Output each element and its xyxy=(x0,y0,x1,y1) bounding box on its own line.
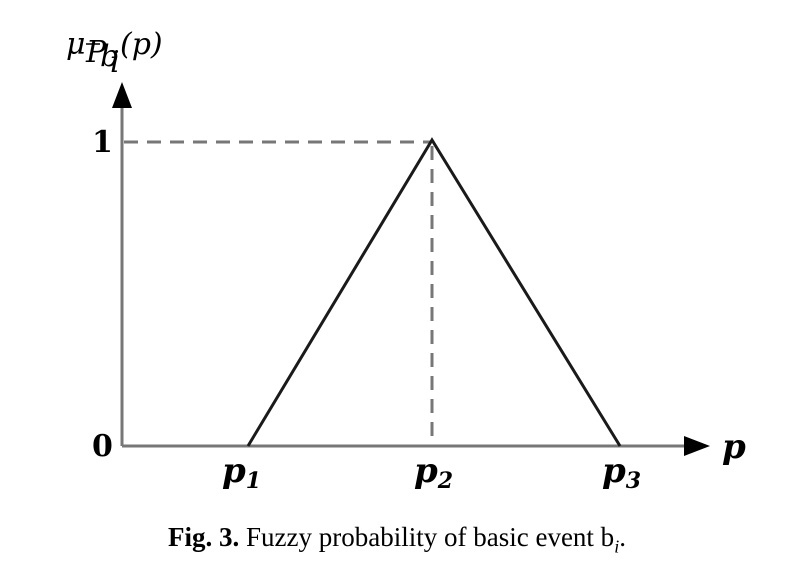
svg-text:P: P xyxy=(85,35,107,70)
point-label-p1: p1 xyxy=(222,451,261,494)
x-axis-label: p xyxy=(722,427,746,467)
svg-text:i: i xyxy=(110,45,120,80)
caption-text: Fuzzy probability of basic event b xyxy=(239,522,615,552)
svg-text:μ: μ xyxy=(66,27,86,62)
origin-label: 0 xyxy=(92,429,113,464)
y-axis-arrow xyxy=(112,82,132,108)
point-label-p2: p2 xyxy=(414,451,453,494)
figure-caption: Fig. 3. Fuzzy probability of basic event… xyxy=(0,522,794,557)
caption-prefix: Fig. 3. xyxy=(168,522,240,552)
x-axis-arrow xyxy=(684,436,710,456)
svg-text:b: b xyxy=(100,39,119,74)
y-axis-label: μ P b i (p) xyxy=(66,27,163,80)
caption-subscript: i xyxy=(614,536,620,557)
y-tick-1: 1 xyxy=(92,125,113,160)
svg-text:(p): (p) xyxy=(120,27,163,62)
point-label-p3: p3 xyxy=(602,451,641,494)
caption-suffix: . xyxy=(619,522,626,552)
triangular-membership-curve xyxy=(246,137,622,447)
